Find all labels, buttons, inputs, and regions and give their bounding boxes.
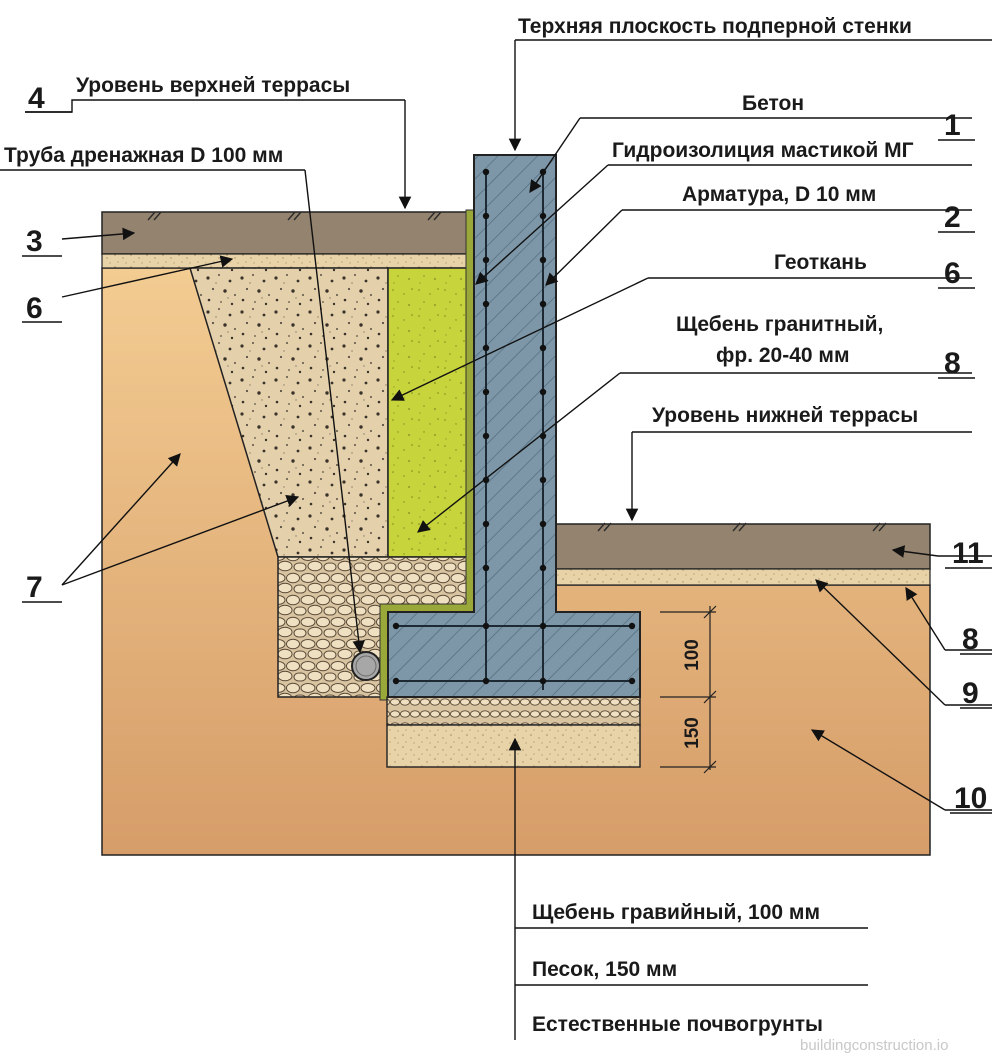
rebar-dot: [482, 476, 490, 484]
num-1: 1: [944, 109, 961, 142]
label-natural-soil: Естественные почвогрунты: [532, 1013, 823, 1036]
rebar-dot: [392, 677, 400, 685]
upper-turf-marks: [147, 211, 442, 221]
rebar-dot: [482, 212, 490, 220]
drain-pipe-inner: [355, 655, 377, 677]
num-8-right: 8: [962, 623, 979, 656]
rebar-dot: [482, 168, 490, 176]
rebar-dot: [482, 520, 490, 528]
rebar-dot: [482, 432, 490, 440]
num-7: 7: [26, 571, 43, 604]
label-lower-terrace: Уровень нижней террасы: [652, 404, 918, 427]
rebar-dot: [392, 622, 400, 630]
rebar-dot: [482, 564, 490, 572]
leader-lines: [0, 39, 992, 1040]
rebar-dot: [482, 388, 490, 396]
rebar-dot: [482, 344, 490, 352]
num-11: 11: [952, 537, 984, 570]
num-4: 4: [28, 82, 45, 115]
rebar-dot: [539, 344, 547, 352]
rebar-dot: [539, 476, 547, 484]
dim-150: 150: [682, 717, 703, 749]
rebar: [396, 170, 632, 690]
rebar-dot: [539, 677, 547, 685]
label-gravel-layer: Щебень гравийный, 100 мм: [532, 901, 820, 924]
rebar-dot: [482, 677, 490, 685]
label-drain-pipe: Труба дренажная D 100 мм: [4, 144, 283, 167]
geotextile-zone: [387, 267, 469, 558]
rebar-dot: [628, 677, 636, 685]
upper-topsoil: [101, 211, 471, 255]
num-6-right: 6: [944, 257, 961, 290]
label-top-plane: Терхняя плоскость подперной стенки: [518, 15, 912, 38]
rebar-dot: [628, 622, 636, 630]
rebar-dot: [482, 622, 490, 630]
label-geotextile: Геоткань: [774, 251, 867, 274]
num-8-top: 8: [944, 347, 961, 380]
rebar-dot: [539, 212, 547, 220]
label-granite-2: фр. 20-40 мм: [716, 344, 850, 367]
rebar-dot: [539, 388, 547, 396]
upper-sand-layer: [101, 253, 469, 269]
rebar-dot: [539, 520, 547, 528]
num-6-left: 6: [26, 292, 43, 325]
rebar-dots: [392, 168, 636, 685]
label-rebar: Арматура, D 10 мм: [682, 183, 876, 206]
rebar-dot: [482, 300, 490, 308]
rebar-dot: [539, 622, 547, 630]
dimension-lines: [660, 605, 717, 774]
footing-sand-bed: [386, 724, 641, 768]
concrete-wall: [387, 154, 641, 698]
label-upper-terrace: Уровень верхней террасы: [76, 74, 350, 97]
footing-gravel-bed: [386, 696, 641, 726]
num-10: 10: [954, 782, 987, 815]
label-granite-1: Щебень гранитный,: [676, 313, 883, 336]
lower-turf-marks: [597, 522, 887, 532]
rebar-dot: [482, 256, 490, 264]
rebar-dot: [539, 256, 547, 264]
label-sand-layer: Песок, 150 мм: [532, 958, 677, 981]
watermark: buildingconstruction.io: [800, 1037, 948, 1054]
lower-sand-layer: [554, 568, 931, 586]
dim-100: 100: [682, 639, 703, 671]
rebar-dot: [539, 300, 547, 308]
rebar-dot: [539, 564, 547, 572]
num-9: 9: [962, 677, 979, 710]
label-concrete: Бетон: [742, 92, 804, 115]
label-waterproofing: Гидроизолиция мастикой МГ: [612, 139, 914, 162]
num-2: 2: [944, 201, 961, 234]
num-3: 3: [26, 225, 43, 258]
